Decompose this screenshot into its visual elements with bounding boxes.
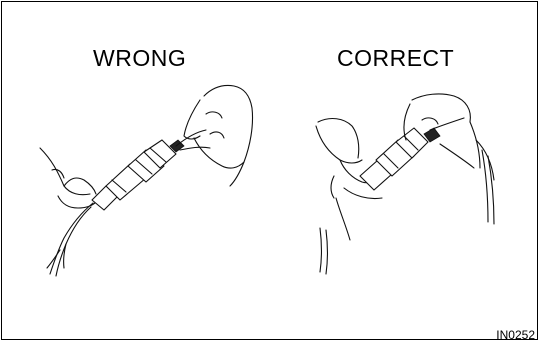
correct-right-hand [404, 94, 494, 224]
wrong-left-hand [40, 148, 96, 208]
wrong-wire-left [47, 203, 93, 276]
wrong-right-hand [176, 85, 253, 186]
wrong-illustration [40, 85, 253, 276]
correct-connector [360, 128, 440, 190]
correct-left-hand [316, 119, 382, 274]
wrong-connector [92, 140, 184, 210]
correct-illustration [316, 94, 494, 274]
